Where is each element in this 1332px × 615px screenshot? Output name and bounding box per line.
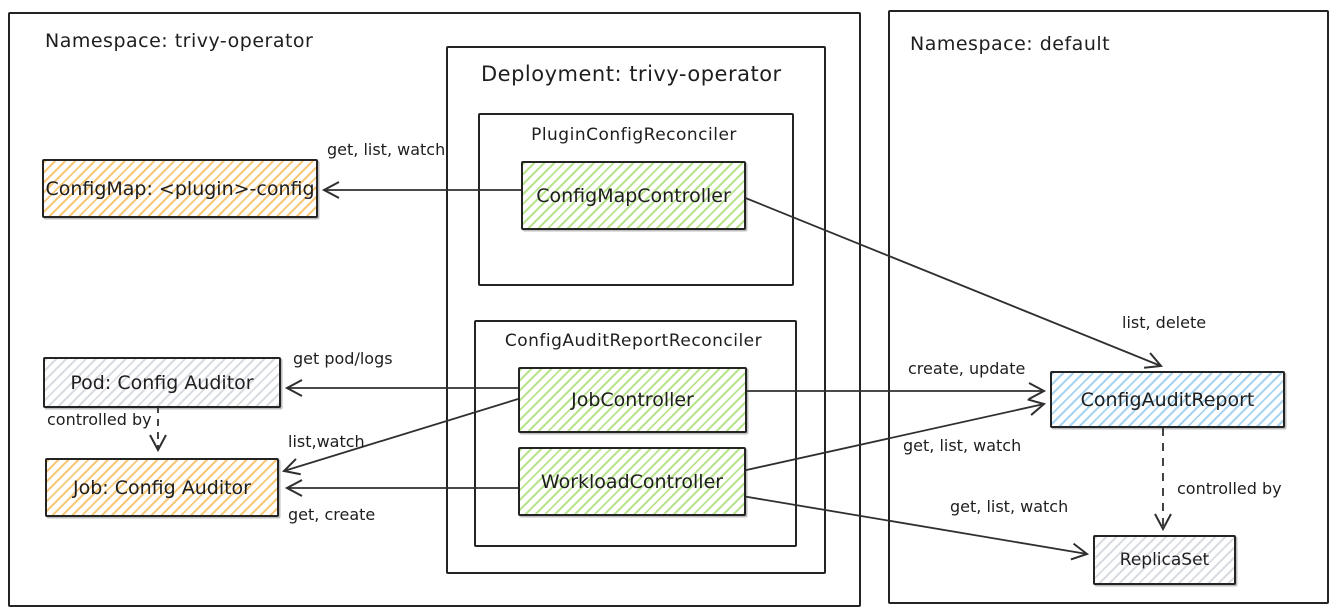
node-pod-label: Pod: Config Auditor [70, 371, 254, 394]
edge-label-wc-to-car: get, list, watch [903, 436, 1022, 455]
node-job: Job: Config Auditor [45, 458, 279, 517]
namespace-trivy-operator-box [8, 12, 861, 607]
edge-label-cmc-to-car: list, delete [1122, 313, 1207, 332]
node-configmap-controller-label: ConfigMapController [536, 184, 731, 207]
edge-label-jc-to-pod: get pod/logs [293, 349, 393, 368]
node-configmap: ConfigMap: <plugin>-config [42, 159, 318, 218]
edge-label-car-to-replicaset: controlled by [1177, 479, 1282, 498]
edge-label-jc-to-car: create, update [908, 359, 1026, 378]
edge-label-wc-to-replicaset: get, list, watch [950, 497, 1069, 516]
config-audit-report-reconciler-box [474, 320, 797, 547]
namespace-default-box [888, 10, 1329, 604]
edge-label-cmc-to-configmap: get, list, watch [327, 140, 446, 159]
arrow-cmc-to-car [742, 196, 1163, 369]
edge-label-pod-to-job: controlled by [47, 410, 152, 429]
node-configmap-controller: ConfigMapController [521, 161, 746, 230]
node-config-audit-report: ConfigAuditReport [1050, 371, 1285, 428]
node-replicaset: ReplicaSet [1093, 535, 1236, 585]
deployment-title: Deployment: trivy-operator [481, 62, 782, 86]
plugin-config-reconciler-title: PluginConfigReconciler [531, 125, 737, 145]
node-configmap-label: ConfigMap: <plugin>-config [45, 177, 315, 200]
node-replicaset-label: ReplicaSet [1119, 550, 1210, 570]
arrow-jc-to-job [281, 398, 519, 476]
node-job-controller: JobController [518, 367, 747, 433]
node-workload-controller: WorkloadController [518, 447, 746, 516]
node-pod: Pod: Config Auditor [43, 357, 281, 408]
node-job-controller-label: JobController [571, 389, 694, 411]
node-job-label: Job: Config Auditor [73, 476, 251, 499]
namespace-default-title: Namespace: default [910, 33, 1111, 55]
config-audit-report-reconciler-title: ConfigAuditReportReconciler [504, 331, 763, 351]
edge-label-wc-to-job: get, create [288, 505, 376, 524]
edge-label-jc-to-job: list,watch [288, 432, 365, 451]
namespace-trivy-operator-title: Namespace: trivy-operator [45, 30, 314, 52]
plugin-config-reconciler-box [478, 113, 794, 286]
deployment-box [446, 46, 826, 574]
arrow-wc-to-replicaset [741, 495, 1090, 561]
node-workload-controller-label: WorkloadController [540, 470, 724, 493]
arrow-wc-to-car [741, 398, 1047, 472]
node-config-audit-report-label: ConfigAuditReport [1080, 388, 1255, 411]
